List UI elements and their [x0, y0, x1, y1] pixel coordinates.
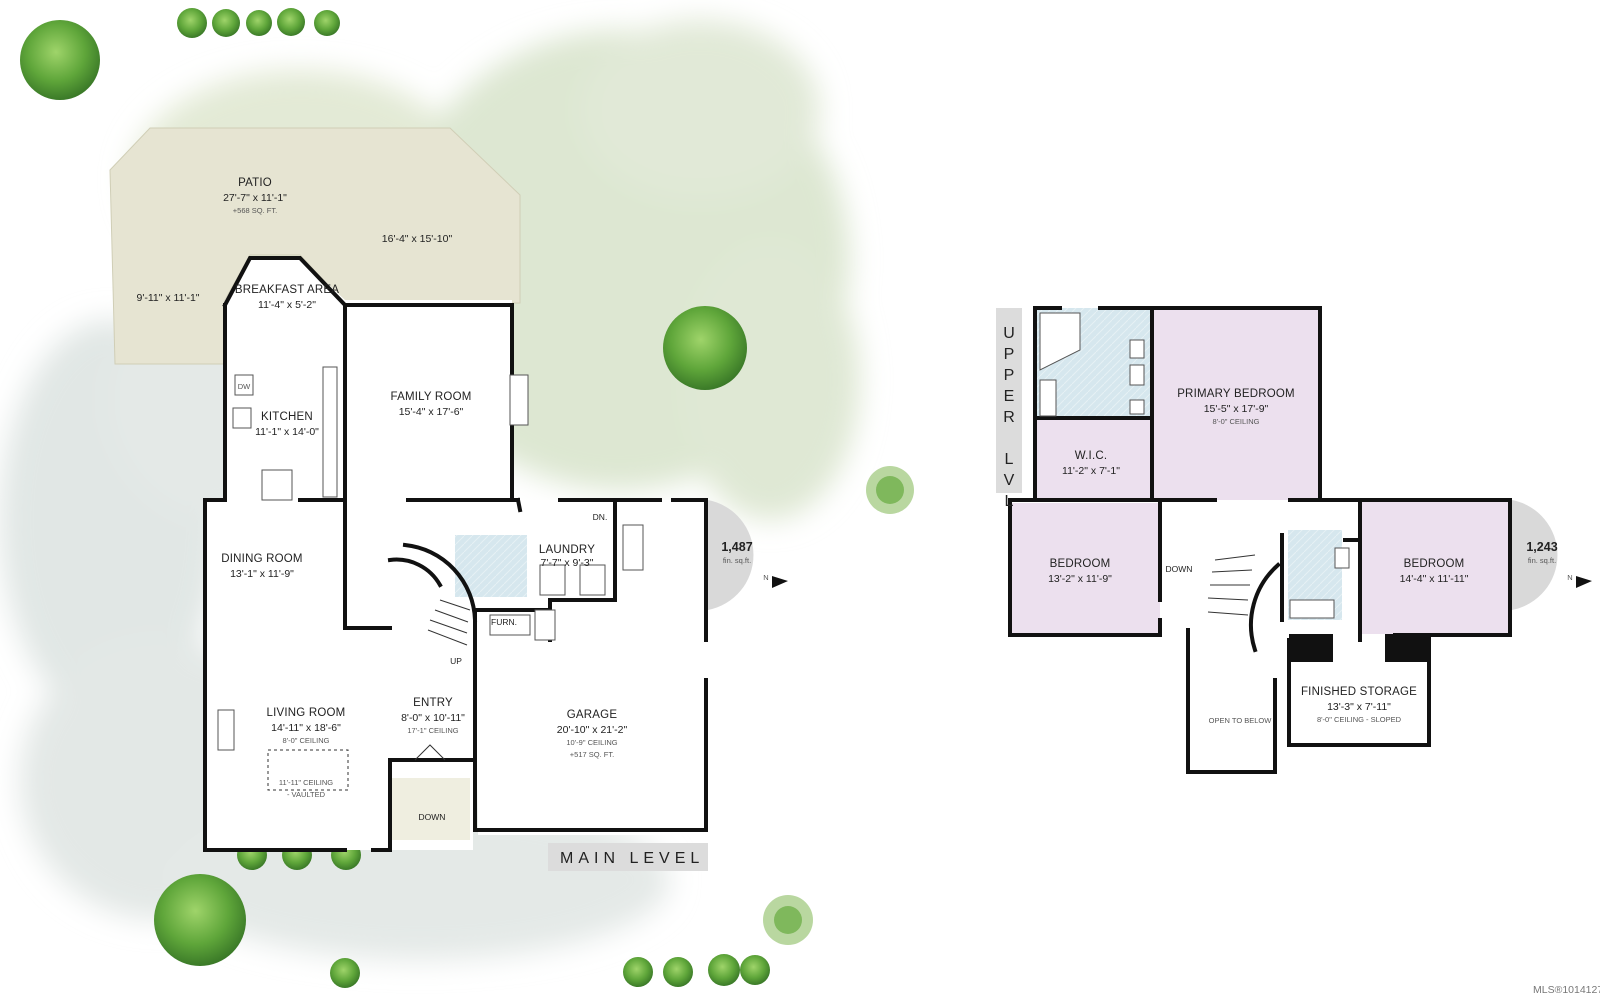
garage-ceiling: 10'-9" CEILING	[566, 738, 617, 747]
living-room-name: LIVING ROOM	[267, 707, 346, 719]
upper-sqft-badge: 1,243 fin. sq.ft. N	[1512, 500, 1592, 610]
patio-right-dimensions: 16'-4" x 15'-10"	[382, 233, 453, 245]
entry-down-label: DOWN	[419, 812, 446, 822]
upper-level-plan: PRIMARY BEDROOM 15'-5" x 17'-9" 8'-0" CE…	[996, 306, 1592, 774]
wic-name: W.I.C.	[1075, 450, 1108, 462]
upper-down-label: DOWN	[1166, 564, 1193, 574]
upper-level-banner	[996, 308, 1022, 493]
mls-watermark: MLS®1014127	[1533, 984, 1600, 996]
entry-vestibule	[390, 778, 470, 840]
tree-icon	[277, 8, 305, 36]
upper-sqft-unit: fin. sq.ft.	[1528, 556, 1556, 565]
upper-north-label: N	[1567, 573, 1572, 582]
garage-dimensions: 20'-10" x 21'-2"	[557, 724, 628, 736]
patio-area-sqft: +568 SQ. FT.	[233, 206, 277, 215]
garage-area-sqft: +517 SQ. FT.	[570, 750, 614, 759]
north-arrow-icon	[1576, 576, 1592, 588]
tree-icon	[866, 466, 914, 514]
stairs-up-label: UP	[450, 656, 462, 666]
north-arrow-icon	[772, 576, 788, 588]
bedroom-right-dimensions: 14'-4" x 11'-11"	[1400, 573, 1469, 585]
tree-icon	[708, 954, 740, 986]
kitchen-dimensions: 11'-1" x 14'-0"	[255, 426, 319, 438]
upper-closet	[1385, 634, 1429, 662]
tree-icon	[212, 9, 240, 37]
primary-bedroom-dimensions: 15'-5" x 17'-9"	[1204, 403, 1269, 415]
family-room-dimensions: 15'-4" x 17'-6"	[399, 406, 464, 418]
living-room-dimensions: 14'-11" x 18'-6"	[271, 722, 341, 734]
patio-left-dimensions: 9'-11" x 11'-1"	[136, 292, 199, 304]
upper-level-banner-text: UPPER LVL	[1001, 325, 1018, 514]
tree-icon	[154, 874, 246, 966]
patio-name: PATIO	[238, 177, 272, 189]
bedroom-right-name: BEDROOM	[1404, 558, 1465, 570]
dishwasher-label: DW	[238, 382, 251, 391]
entry-dimensions: 8'-0" x 10'-11"	[401, 712, 465, 724]
breakfast-area-dimensions: 11'-4" x 5'-2"	[258, 299, 316, 311]
dining-room-dimensions: 13'-1" x 11'-9"	[230, 568, 294, 580]
bedroom-left-dimensions: 13'-2" x 11'-9"	[1048, 573, 1112, 585]
open-to-below-label: OPEN TO BELOW	[1209, 716, 1273, 725]
living-vaulted-ceiling: 11'-11" CEILING	[279, 778, 333, 787]
dining-room-name: DINING ROOM	[221, 553, 302, 565]
tree-icon	[314, 10, 340, 36]
tree-icon	[330, 958, 360, 988]
furnace-label: FURN.	[491, 617, 517, 627]
finished-storage-name: FINISHED STORAGE	[1301, 686, 1417, 698]
upper-sqft-value: 1,243	[1526, 540, 1557, 554]
main-level-plan: DW PATIO 27'-7" x 11'-1" +568 SQ. FT. 16…	[109, 127, 788, 871]
tree-icon	[740, 955, 770, 985]
entry-name: ENTRY	[413, 697, 453, 709]
tree-icon	[177, 8, 207, 38]
tree-icon	[623, 957, 653, 987]
finished-storage-dimensions: 13'-3" x 7'-11"	[1327, 701, 1391, 713]
bedroom-left-name: BEDROOM	[1050, 558, 1111, 570]
main-level-banner-text: MAIN LEVEL	[560, 850, 704, 867]
primary-bedroom-name: PRIMARY BEDROOM	[1177, 388, 1295, 400]
main-stairs	[427, 599, 471, 646]
living-vaulted-label: - VAULTED	[287, 790, 326, 799]
breakfast-area-name: BREAKFAST AREA	[235, 284, 339, 296]
tree-icon	[763, 895, 813, 945]
tree-icons	[20, 8, 914, 988]
tree-icon	[246, 10, 272, 36]
finished-storage-ceiling: 8'-0" CEILING - SLOPED	[1317, 715, 1402, 724]
upper-closet	[1289, 634, 1333, 662]
patio-dimensions: 27'-7" x 11'-1"	[223, 192, 287, 204]
laundry-name: LAUNDRY	[539, 544, 595, 556]
tree-icon	[20, 20, 100, 100]
main-north-label: N	[763, 573, 768, 582]
primary-bedroom-ceiling: 8'-0" CEILING	[1212, 417, 1259, 426]
garage-name: GARAGE	[567, 709, 618, 721]
tree-icon	[663, 306, 747, 390]
main-sqft-badge: 1,487 fin. sq.ft. N	[708, 500, 788, 610]
kitchen-name: KITCHEN	[261, 411, 313, 423]
main-sqft-value: 1,487	[721, 540, 752, 554]
entry-ceiling: 17'-1" CEILING	[407, 726, 458, 735]
main-level-banner	[548, 843, 708, 871]
main-sqft-unit: fin. sq.ft.	[723, 556, 751, 565]
tree-icon	[663, 957, 693, 987]
laundry-down-label: DN.	[593, 512, 608, 522]
family-room-name: FAMILY ROOM	[390, 391, 471, 403]
laundry-dimensions: 7'-7" x 9'-3"	[541, 557, 594, 569]
living-room-ceiling: 8'-0" CEILING	[282, 736, 329, 745]
wic-dimensions: 11'-2" x 7'-1"	[1062, 465, 1120, 477]
